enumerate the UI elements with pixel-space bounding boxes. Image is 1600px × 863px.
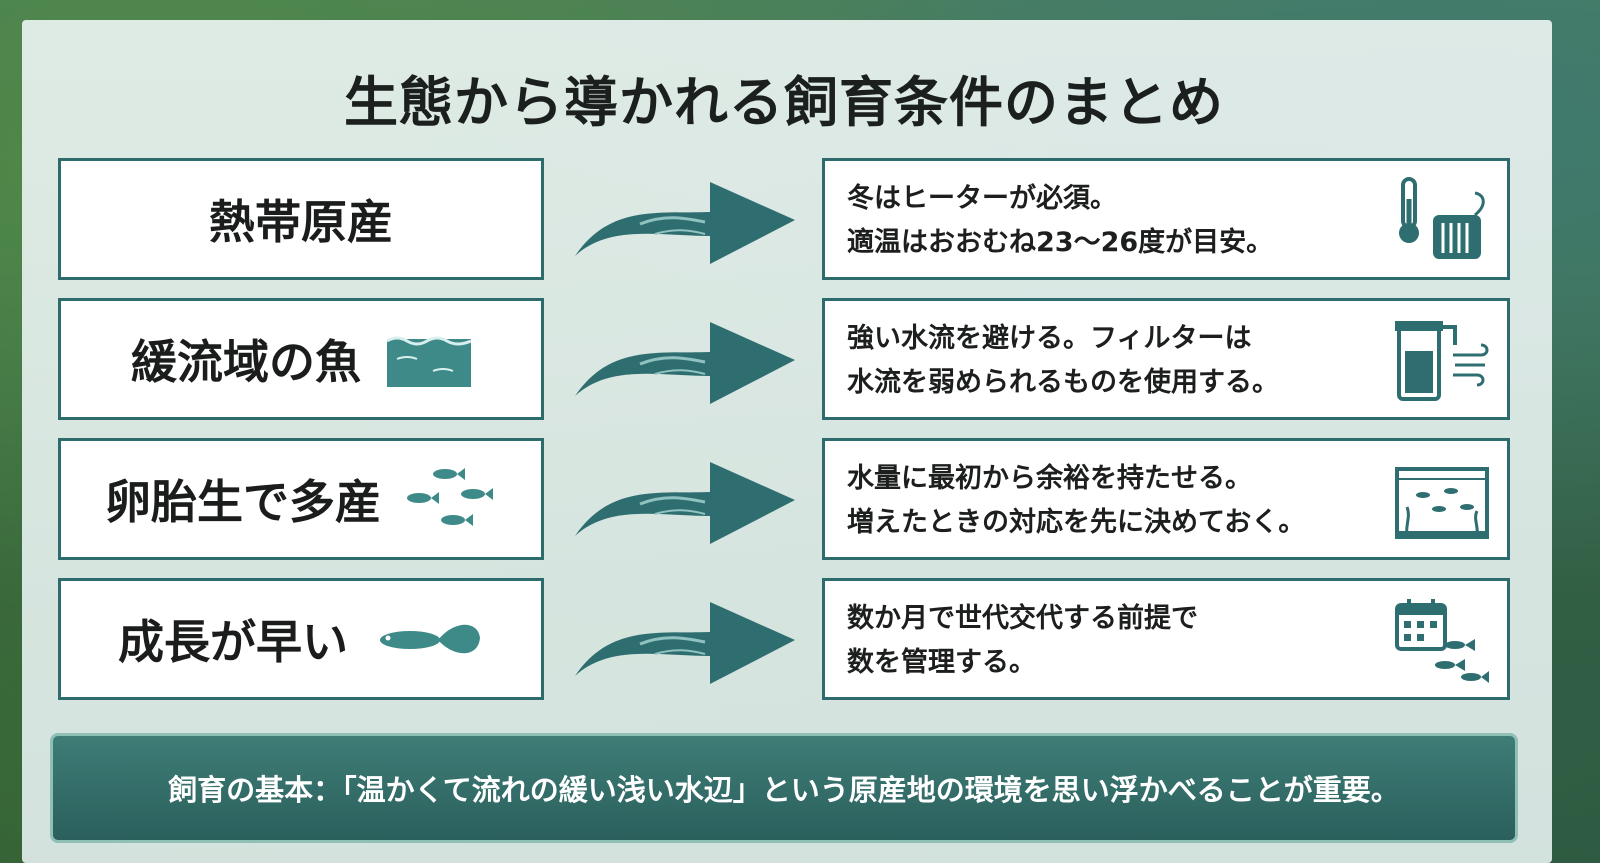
- condition-label: 成長が早い: [118, 615, 348, 669]
- guideline-text: 数か月で世代交代する前提で 数を管理する。: [847, 603, 1198, 678]
- calm-water-icon: [387, 336, 471, 387]
- guideline-box-heater: 冬はヒーターが必須。 適温はおおむね23〜26度が目安。: [822, 158, 1510, 280]
- guideline-text: 水量に最初から余裕を持たせる。 増えたときの対応を先に決めておく。: [847, 463, 1306, 538]
- flow-arrow-icon: [575, 182, 795, 264]
- condition-box-tropical: 熱帯原産: [58, 158, 544, 280]
- condition-label: 緩流域の魚: [131, 335, 361, 389]
- condition-label: 熱帯原産: [209, 195, 393, 249]
- filter-flow-icon: [1395, 321, 1489, 401]
- flow-arrow-icon: [575, 322, 795, 404]
- guideline-text: 冬はヒーターが必須。 適温はおおむね23〜26度が目安。: [847, 183, 1274, 258]
- guideline-box-volume: 水量に最初から余裕を持たせる。 増えたときの対応を先に決めておく。: [822, 438, 1510, 560]
- page-title: 生態から導かれる飼育条件のまとめ: [344, 71, 1224, 134]
- flow-arrow-icon: [575, 462, 795, 544]
- guideline-box-filter: 強い水流を避ける。フィルターは 水流を弱められるものを使用する。: [822, 298, 1510, 420]
- flow-arrow-icon: [575, 602, 795, 684]
- fish-school-icon: [407, 468, 493, 526]
- condition-box-livebearer: 卵胎生で多産: [58, 438, 544, 560]
- condition-box-slow-water: 緩流域の魚: [58, 298, 544, 420]
- guppy-icon: [380, 624, 480, 654]
- summary-banner: 飼育の基本：「温かくて流れの緩い浅い水辺」という原産地の環境を思い浮かべることが…: [50, 733, 1518, 843]
- summary-text: 飼育の基本：「温かくて流れの緩い浅い水辺」という原産地の環境を思い浮かべることが…: [168, 773, 1400, 807]
- guideline-box-population: 数か月で世代交代する前提で 数を管理する。: [822, 578, 1510, 700]
- condition-label: 卵胎生で多産: [105, 475, 381, 529]
- condition-box-fast-growth: 成長が早い: [58, 578, 544, 700]
- guideline-text: 強い水流を避ける。フィルターは 水流を弱められるものを使用する。: [847, 323, 1279, 398]
- calendar-fish-icon: [1395, 599, 1489, 683]
- thermometer-heater-icon: [1399, 177, 1485, 259]
- aquarium-tank-icon: [1395, 467, 1489, 539]
